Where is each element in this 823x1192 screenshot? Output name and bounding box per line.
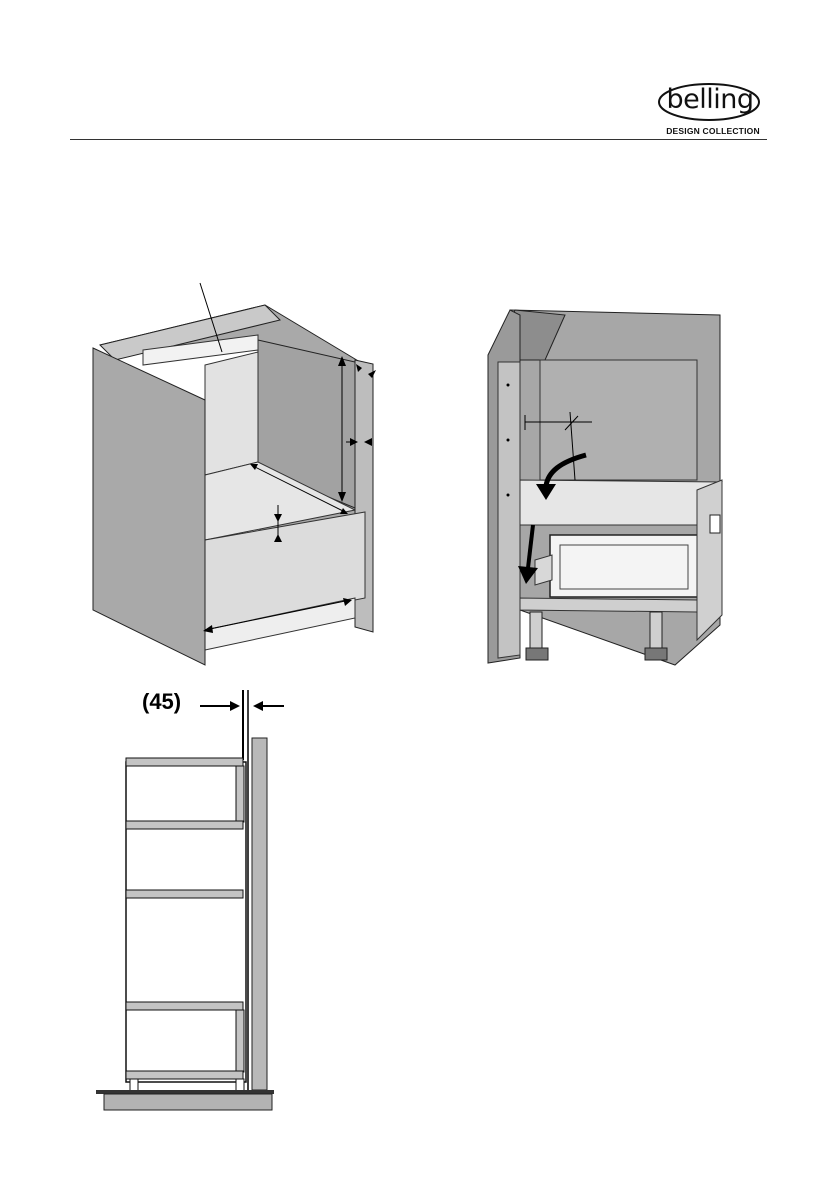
side-section-diagram (93, 670, 293, 1120)
header-rule (70, 139, 767, 140)
oven-installation-diagram (485, 300, 730, 670)
logo-wordmark: belling (656, 84, 764, 115)
housing-unit-diagram (88, 280, 388, 670)
logo-tagline: DESIGN COLLECTION (656, 126, 770, 136)
belling-logo: belling DESIGN COLLECTION (656, 82, 770, 138)
